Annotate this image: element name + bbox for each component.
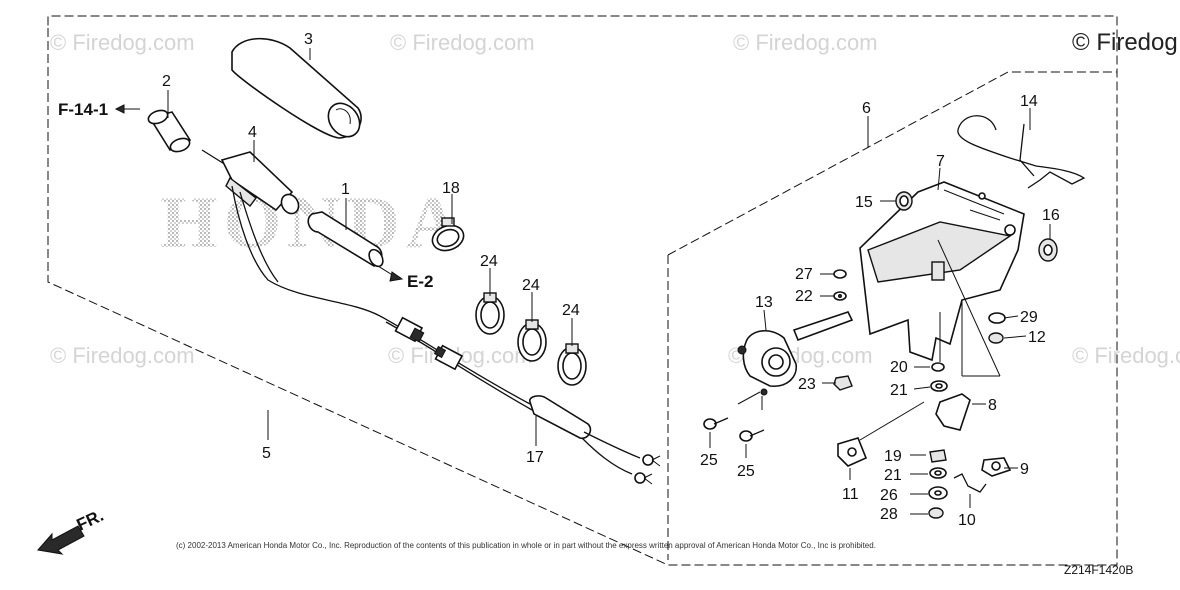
callout-13: 13 bbox=[755, 294, 773, 311]
callout-7: 7 bbox=[936, 153, 945, 170]
callout-4: 4 bbox=[248, 124, 257, 141]
callout-27: 27 bbox=[795, 266, 813, 283]
diagram-code: Z214F1420B bbox=[1064, 563, 1133, 577]
part-11-clamp bbox=[837, 437, 868, 467]
watermark-7: © Firedog.com bbox=[1072, 343, 1180, 368]
callout-8: 8 bbox=[988, 397, 997, 414]
callout-14: 14 bbox=[1020, 93, 1038, 110]
callout-16: 16 bbox=[1042, 207, 1060, 224]
callout-18: 18 bbox=[442, 180, 460, 197]
hardware-bolt-25b bbox=[739, 429, 765, 442]
callout-6: 6 bbox=[862, 100, 871, 117]
callout-9: 9 bbox=[1020, 461, 1029, 478]
part-17-harness bbox=[379, 315, 661, 485]
callout-28: 28 bbox=[880, 506, 898, 523]
part-1-hose bbox=[307, 211, 384, 268]
watermark-1: © Firedog.com bbox=[50, 30, 195, 55]
callout-3: 3 bbox=[304, 31, 313, 48]
part-4-switch bbox=[201, 149, 381, 317]
hardware-washer-21a bbox=[930, 380, 948, 392]
reference-arrow-f14[interactable]: F-14-1 bbox=[58, 100, 140, 119]
part-14-spring-clip bbox=[957, 115, 1086, 189]
subassembly-boundary bbox=[667, 71, 1117, 256]
callout-20: 20 bbox=[890, 359, 908, 376]
callout-5: 5 bbox=[262, 445, 271, 462]
callout-12: 12 bbox=[1028, 329, 1046, 346]
leader-lines bbox=[167, 48, 1051, 515]
callout-1: 1 bbox=[341, 181, 350, 198]
callout-numbers: 3 2 4 1 18 24 24 24 5 17 6 7 14 15 16 27… bbox=[162, 31, 1060, 529]
watermark-corner: © Firedog bbox=[1072, 29, 1178, 56]
front-direction-arrow: FR. bbox=[37, 506, 107, 555]
callout-21a: 21 bbox=[890, 382, 908, 399]
hardware-washer-22 bbox=[833, 291, 847, 301]
callout-25a: 25 bbox=[700, 452, 718, 469]
watermark-2: © Firedog.com bbox=[390, 30, 535, 55]
watermark-4: © Firedog.com bbox=[50, 343, 195, 368]
part-9-fitting bbox=[981, 457, 1012, 477]
hardware-nut-23 bbox=[833, 375, 853, 391]
hardware-bolt-25a bbox=[703, 417, 729, 430]
part-24-clamps bbox=[475, 292, 587, 386]
hardware-washer-21b bbox=[929, 467, 947, 479]
callout-24c: 24 bbox=[562, 302, 580, 319]
hardware-nut-12 bbox=[988, 332, 1004, 344]
callout-21b: 21 bbox=[884, 467, 902, 484]
callout-24a: 24 bbox=[480, 253, 498, 270]
part-3-sleeve bbox=[231, 37, 362, 139]
callout-10: 10 bbox=[958, 512, 976, 529]
part-7-bracket bbox=[859, 181, 1025, 362]
copyright-notice: (c) 2002-2013 American Honda Motor Co., … bbox=[176, 541, 876, 550]
callout-24b: 24 bbox=[522, 277, 540, 294]
reference-e2-label: E-2 bbox=[407, 272, 433, 291]
part-18-clamp bbox=[431, 217, 465, 252]
hardware-washer-28 bbox=[928, 507, 944, 519]
callout-29: 29 bbox=[1020, 309, 1038, 326]
hardware-washer-29 bbox=[988, 312, 1006, 324]
callout-17: 17 bbox=[526, 449, 544, 466]
hardware-nut-19 bbox=[929, 449, 947, 463]
assembly-boundary bbox=[47, 15, 1118, 566]
hardware-washer-20 bbox=[931, 362, 945, 372]
callout-26: 26 bbox=[880, 487, 898, 504]
part-13-sensor bbox=[737, 311, 854, 396]
watermark-3: © Firedog.com bbox=[733, 30, 878, 55]
callout-2: 2 bbox=[162, 73, 171, 90]
callout-25b: 25 bbox=[737, 463, 755, 480]
callout-15: 15 bbox=[855, 194, 873, 211]
reference-arrow-e2[interactable]: E-2 bbox=[377, 265, 433, 291]
hardware-washer-27 bbox=[833, 269, 847, 279]
callout-11: 11 bbox=[842, 486, 859, 503]
callout-23: 23 bbox=[798, 376, 816, 393]
part-8-lever-plate bbox=[935, 393, 971, 431]
hardware-grommet-15 bbox=[895, 191, 913, 211]
hardware-grommet-16 bbox=[1038, 238, 1058, 262]
part-10-spring bbox=[953, 473, 987, 493]
hardware-washer-26 bbox=[928, 486, 948, 500]
callout-22: 22 bbox=[795, 288, 813, 305]
reference-f14-label: F-14-1 bbox=[58, 100, 108, 119]
part-2-small-tube bbox=[147, 109, 192, 153]
callout-19: 19 bbox=[884, 448, 902, 465]
